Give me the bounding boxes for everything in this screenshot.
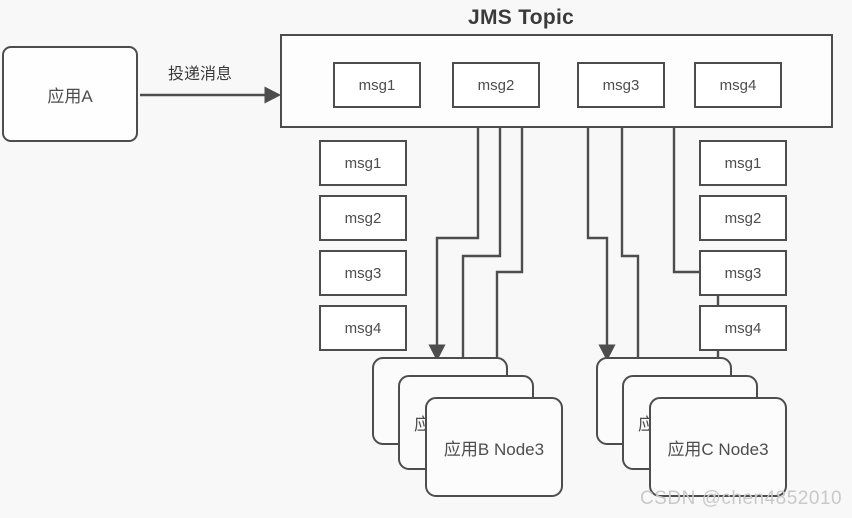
right-queue-msg-1-label: msg1 [724,154,762,172]
edge-msg2-to-b-node3 [488,128,524,402]
edge-publish-label: 投递消息 [168,66,233,83]
edge-msg2-to-b-node1 [428,128,480,362]
consumer-c-node3[interactable]: 应用C Node3 [649,397,787,497]
topic-msg-3[interactable]: msg3 [577,62,665,108]
edge-msg3-to-c-node2 [620,128,647,380]
consumer-b-node3-label: 应用B Node3 [443,439,545,459]
topic-msg-3-label: msg3 [602,76,640,94]
right-queue-msg-3[interactable]: msg3 [699,250,787,296]
left-queue-msg-4-label: msg4 [344,319,382,337]
consumer-b-node3[interactable]: 应用B Node3 [425,397,563,497]
left-queue-msg-3[interactable]: msg3 [319,250,407,296]
consumer-c-node3-label: 应用C Node3 [667,439,769,459]
topic-msg-2-label: msg2 [477,76,515,94]
producer-label: 应用A [47,86,93,106]
producer-app-a[interactable]: 应用A [2,46,138,142]
left-queue-msg-1[interactable]: msg1 [319,140,407,186]
right-queue-msg-1[interactable]: msg1 [699,140,787,186]
right-queue-msg-3-label: msg3 [724,264,762,282]
right-queue-msg-4-label: msg4 [724,319,762,337]
right-queue-msg-4[interactable]: msg4 [699,305,787,351]
left-queue-msg-4[interactable]: msg4 [319,305,407,351]
topic-msg-4[interactable]: msg4 [694,62,782,108]
topic-msg-1[interactable]: msg1 [333,62,421,108]
topic-msg-4-label: msg4 [719,76,757,94]
right-queue-msg-2[interactable]: msg2 [699,195,787,241]
edge-msg3-to-c-node1 [586,128,616,362]
topic-msg-1-label: msg1 [358,76,396,94]
page-title: JMS Topic [468,6,575,29]
watermark: CSDN @chen4852010 [640,488,843,509]
edge-msg2-to-b-node2 [454,128,502,380]
topic-msg-2[interactable]: msg2 [452,62,540,108]
left-queue-msg-3-label: msg3 [344,264,382,282]
right-queue-msg-2-label: msg2 [724,209,762,227]
left-queue-msg-1-label: msg1 [344,154,382,172]
left-queue-msg-2[interactable]: msg2 [319,195,407,241]
left-queue-msg-2-label: msg2 [344,209,382,227]
